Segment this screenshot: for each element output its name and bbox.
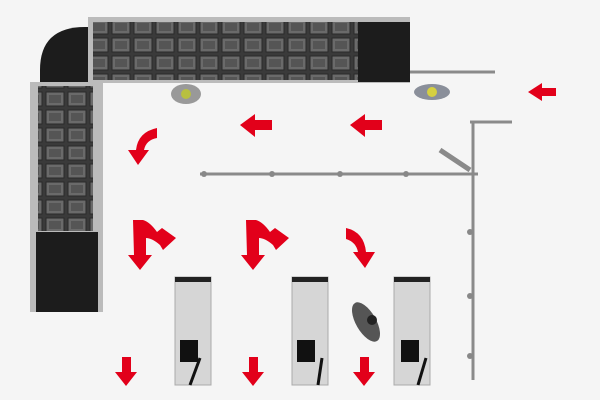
left-shelf-unit xyxy=(30,82,103,312)
split-arrow-icon xyxy=(128,220,176,270)
curved-arrow-icon xyxy=(346,228,375,268)
split-arrow-icon xyxy=(241,220,289,270)
flow-arrows xyxy=(115,83,556,386)
left-shelf-bins xyxy=(38,86,93,231)
kiosk xyxy=(291,276,329,386)
checkout-kiosks xyxy=(174,276,431,386)
kiosk xyxy=(393,276,431,386)
left-shelf-end xyxy=(36,232,98,312)
arrow-down-icon xyxy=(115,357,137,386)
arrow-left-icon xyxy=(240,114,272,137)
arrow-left-icon xyxy=(350,114,382,137)
person xyxy=(414,84,450,100)
curved-arrow-icon xyxy=(128,128,157,165)
person xyxy=(352,302,380,342)
top-shelf-unit xyxy=(40,17,410,93)
rail-posts xyxy=(201,171,473,359)
people xyxy=(171,84,450,342)
person xyxy=(171,84,201,104)
kiosk xyxy=(174,276,212,386)
arrow-left-icon xyxy=(528,83,556,101)
arrow-down-icon xyxy=(353,357,375,386)
top-shelf-end xyxy=(358,22,410,82)
corner-shelf xyxy=(40,27,90,83)
top-shelf-bins xyxy=(93,22,358,80)
arrow-down-icon xyxy=(242,357,264,386)
